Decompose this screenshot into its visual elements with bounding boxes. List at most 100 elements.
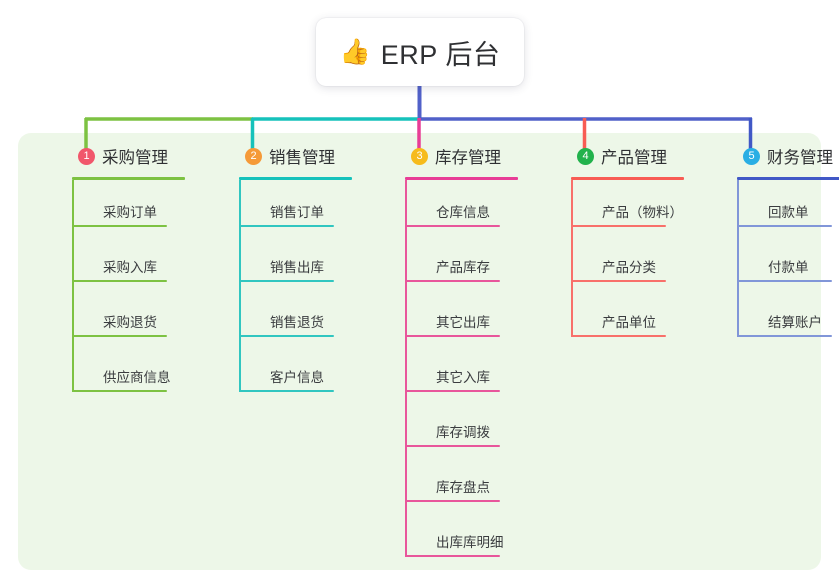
leaf-node[interactable]: 产品库存 — [405, 235, 543, 290]
leaf-underline — [571, 225, 666, 227]
leaf-node[interactable]: 销售出库 — [239, 235, 377, 290]
leaf-underline — [571, 280, 666, 282]
thumbs-up-emoji: 👍 — [339, 37, 371, 66]
leaf-underline — [405, 390, 500, 392]
leaf-label: 产品（物料） — [602, 205, 683, 220]
leaf-underline — [405, 280, 500, 282]
branch-column-4: 4 产品管理产品（物料） 产品分类产品单位 — [557, 143, 709, 345]
leaf-node[interactable]: 出库库明细 — [405, 510, 543, 565]
leaf-underline — [405, 445, 500, 447]
leaf-underline — [239, 280, 334, 282]
branch-badge-3: 3 — [411, 147, 428, 165]
leaf-underline — [737, 225, 832, 227]
branch-header-rule-3 — [405, 177, 518, 180]
leaf-label: 库存调拨 — [436, 425, 490, 440]
leaf-label: 采购入库 — [103, 260, 157, 275]
leaf-node[interactable]: 供应商信息 — [72, 345, 210, 400]
branch-title-2: 销售管理 — [269, 149, 335, 167]
leaf-node[interactable]: 产品单位 — [571, 290, 709, 345]
leaf-label: 库存盘点 — [436, 480, 490, 495]
branch-badge-4: 4 — [577, 147, 594, 165]
branch-header-5[interactable]: 5 财务管理 — [723, 143, 839, 169]
leaf-node[interactable]: 付款单 — [737, 235, 839, 290]
leaf-label: 客户信息 — [270, 370, 324, 385]
leaf-underline — [405, 500, 500, 502]
branch-title-4: 产品管理 — [601, 149, 667, 167]
branch-items-1: 采购订单采购入库采购退货供应商信息 — [58, 180, 210, 400]
branch-spine-3 — [405, 180, 407, 557]
branch-header-rule-4 — [571, 177, 684, 180]
leaf-node[interactable]: 采购入库 — [72, 235, 210, 290]
leaf-label: 产品单位 — [602, 315, 656, 330]
leaf-node[interactable]: 采购退货 — [72, 290, 210, 345]
leaf-node[interactable]: 产品（物料） — [571, 180, 709, 235]
leaf-node[interactable]: 客户信息 — [239, 345, 377, 400]
branch-spine-4 — [571, 180, 573, 337]
leaf-label: 其它入库 — [436, 370, 490, 385]
leaf-label: 销售订单 — [270, 205, 324, 220]
leaf-underline — [571, 335, 666, 337]
branch-header-2[interactable]: 2 销售管理 — [225, 143, 377, 169]
branch-items-4: 产品（物料） 产品分类产品单位 — [557, 180, 709, 345]
leaf-node[interactable]: 采购订单 — [72, 180, 210, 235]
leaf-underline — [737, 280, 832, 282]
branch-spine-5 — [737, 180, 739, 337]
leaf-underline — [72, 335, 167, 337]
branch-title-5: 财务管理 — [767, 149, 833, 167]
leaf-node[interactable]: 销售退货 — [239, 290, 377, 345]
leaf-node[interactable]: 销售订单 — [239, 180, 377, 235]
leaf-label: 采购退货 — [103, 315, 157, 330]
leaf-label: 结算账户 — [768, 315, 822, 330]
leaf-underline — [239, 390, 334, 392]
leaf-underline — [72, 225, 167, 227]
leaf-underline — [737, 335, 832, 337]
leaf-underline — [239, 225, 334, 227]
branch-header-1[interactable]: 1 采购管理 — [58, 143, 210, 169]
branch-items-5: 回款单付款单结算账户 — [723, 180, 839, 345]
leaf-node[interactable]: 其它入库 — [405, 345, 543, 400]
branch-title-3: 库存管理 — [435, 149, 501, 167]
leaf-label: 供应商信息 — [103, 370, 171, 385]
branch-items-2: 销售订单销售出库销售退货客户信息 — [225, 180, 377, 400]
branch-column-3: 3 库存管理仓库信息产品库存其它出库其它入库库存调拨库存盘点出库库明细 — [391, 143, 543, 565]
leaf-underline — [72, 390, 167, 392]
leaf-label: 回款单 — [768, 205, 809, 220]
leaf-underline — [239, 335, 334, 337]
leaf-label: 销售出库 — [270, 260, 324, 275]
leaf-label: 仓库信息 — [436, 205, 490, 220]
branch-header-rule-2 — [239, 177, 352, 180]
leaf-underline — [405, 555, 500, 557]
leaf-label: 产品库存 — [436, 260, 490, 275]
leaf-label: 付款单 — [768, 260, 809, 275]
leaf-node[interactable]: 其它出库 — [405, 290, 543, 345]
branch-header-3[interactable]: 3 库存管理 — [391, 143, 543, 169]
leaf-underline — [405, 335, 500, 337]
branches-panel — [18, 133, 821, 570]
branch-items-3: 仓库信息产品库存其它出库其它入库库存调拨库存盘点出库库明细 — [391, 180, 543, 565]
branch-title-1: 采购管理 — [102, 149, 168, 167]
leaf-node[interactable]: 回款单 — [737, 180, 839, 235]
leaf-label: 销售退货 — [270, 315, 324, 330]
leaf-node[interactable]: 库存调拨 — [405, 400, 543, 455]
branch-column-1: 1 采购管理采购订单采购入库采购退货供应商信息 — [58, 143, 210, 400]
leaf-underline — [405, 225, 500, 227]
branch-column-5: 5 财务管理回款单付款单结算账户 — [723, 143, 839, 345]
leaf-label: 出库库明细 — [436, 535, 504, 550]
leaf-node[interactable]: 结算账户 — [737, 290, 839, 345]
leaf-node[interactable]: 库存盘点 — [405, 455, 543, 510]
root-title: ERP 后台 — [380, 39, 501, 70]
root-node[interactable]: 👍 ERP 后台 — [316, 18, 524, 86]
leaf-node[interactable]: 仓库信息 — [405, 180, 543, 235]
branch-spine-2 — [239, 180, 241, 392]
branch-header-4[interactable]: 4 产品管理 — [557, 143, 709, 169]
branch-badge-1: 1 — [78, 147, 95, 165]
leaf-label: 采购订单 — [103, 205, 157, 220]
branch-header-rule-1 — [72, 177, 185, 180]
branch-badge-2: 2 — [245, 147, 262, 165]
leaf-underline — [72, 280, 167, 282]
leaf-node[interactable]: 产品分类 — [571, 235, 709, 290]
branch-spine-1 — [72, 180, 74, 392]
branch-badge-5: 5 — [743, 147, 760, 165]
leaf-label: 其它出库 — [436, 315, 490, 330]
